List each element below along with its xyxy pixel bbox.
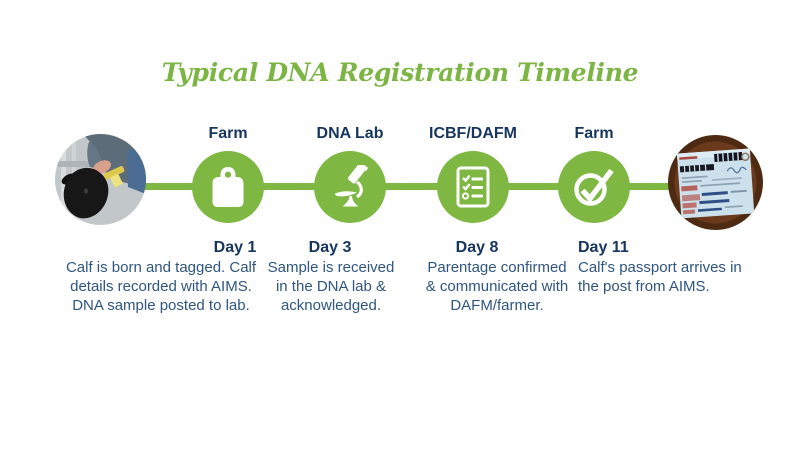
check-circle-icon [574,168,614,206]
day-heading-8: Day 8 [455,239,499,256]
day-description-8: Parentage confirmed & communicated with … [425,259,569,314]
day-description-3: Sample is received in the DNA lab & ackn… [267,259,395,314]
ear-tag-icon [212,167,244,207]
cattle-passport-photo [668,135,763,230]
stage-label-dna-lab: DNA Lab [316,125,384,142]
day-heading-3: Day 3 [308,239,352,256]
stage-circle-icbf-dafm [437,151,509,223]
day-description-1: Calf is born and tagged. Calf details re… [65,259,257,314]
stage-circle-farm-1 [192,151,264,223]
passport-photo-illustration [668,135,763,230]
stage-label-farm-1: Farm [208,125,248,142]
stage-circle-dna-lab [314,151,386,223]
stage-circle-farm-2 [558,151,630,223]
calf-photo-illustration [55,134,146,225]
calf-being-tagged-photo [55,134,146,225]
stage-label-farm-2: Farm [574,125,614,142]
timeline-connector-line [135,183,675,190]
day-description-11: Calf's passport arrives in the post from… [578,259,742,295]
stage-label-icbf-dafm: ICBF/DAFM [429,125,517,142]
checklist-icon [456,166,490,208]
day-heading-1: Day 1 [213,239,257,256]
microscope-icon [334,165,368,207]
page-title: Typical DNA Registration Timeline [161,58,639,87]
day-heading-11: Day 11 [578,239,629,256]
